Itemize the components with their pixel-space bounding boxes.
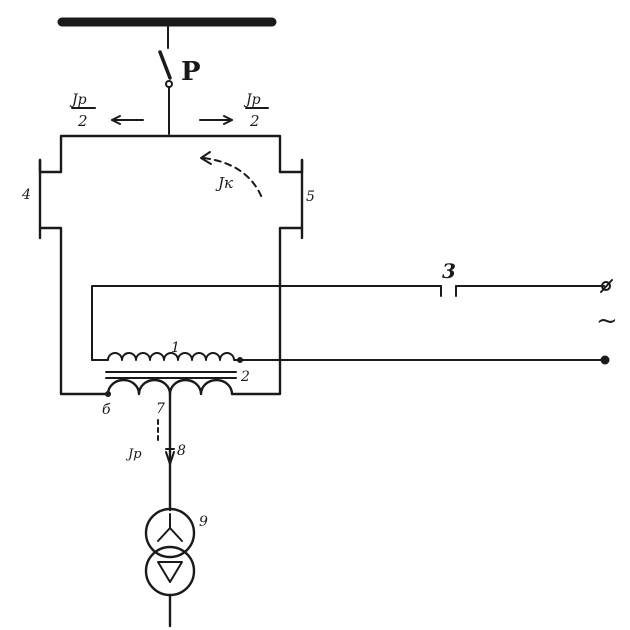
node-8-label: 8 [177,443,186,459]
gap-3-label: 3 [442,259,456,283]
node-6-dot [105,391,111,397]
reactor-winding [106,378,234,396]
ac-symbol: ~ [596,306,618,336]
node-6-label: б [102,402,111,418]
winding-1-end-dot [237,357,243,363]
breaker-4-label: 4 [21,187,31,203]
circulating-current-label: Jк [215,174,233,192]
breaker-5-label: 5 [306,189,315,205]
current-bottom-label: Jp [125,447,142,462]
winding-2-label: 2 [240,369,250,385]
transformer-9-label: 9 [199,514,208,530]
disconnector-switch [158,21,173,135]
winding-1-label: 1 [171,340,180,356]
current-right-numerator: Jp [243,92,261,108]
parallel-loop [38,134,304,396]
winding-1 [91,352,241,361]
current-arrow-left [111,115,144,125]
current-arrow-right [199,115,233,125]
current-left-denominator: 2 [77,112,88,130]
terminal-bottom [600,355,610,365]
grounding-transformer [144,507,196,628]
terminal-top [600,279,613,293]
node-7-label: 7 [156,401,165,417]
current-arrow-down [165,448,175,465]
current-left-numerator: Jp [69,92,87,108]
secondary-circuit [91,285,605,361]
circulating-current-arrowhead [200,151,212,165]
switch-label: P [181,57,201,87]
current-right-denominator: 2 [249,112,260,130]
circulating-current-arc [203,157,263,199]
